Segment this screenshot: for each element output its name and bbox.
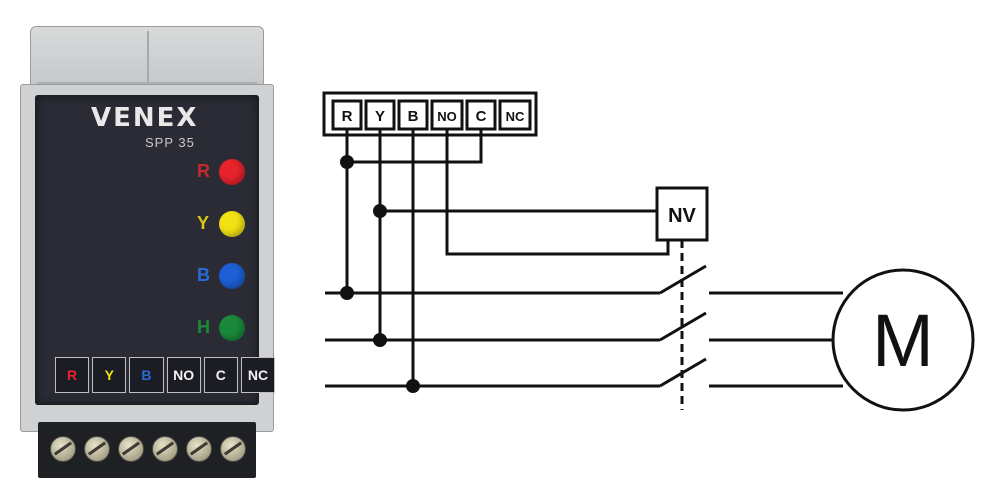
device-terminal-r: R [55, 357, 90, 393]
terminal-label-r: R [342, 108, 353, 125]
wire-no-to-coil [445, 129, 670, 256]
led-row-r: R [185, 157, 255, 187]
cover-seam [147, 31, 149, 87]
contact-blade-y [659, 311, 707, 342]
junction-dot [373, 333, 387, 347]
coil-label: NV [668, 205, 696, 227]
led-indicator-icon [219, 211, 245, 237]
junction-dot [406, 379, 420, 393]
wire-c-to-r [347, 129, 483, 164]
junction-dot [340, 286, 354, 300]
device-terminal-no: NO [166, 357, 201, 393]
phase-protection-relay: VENEX SPP 35 R Y B H R Y B NO [20, 22, 276, 482]
junction-dot [373, 204, 387, 218]
junction-dot [340, 155, 354, 169]
terminal-label-no: NO [437, 109, 457, 124]
screw-terminal-block [38, 422, 256, 478]
terminal-label-y: Y [375, 108, 385, 125]
screw-icon [220, 436, 246, 462]
led-indicator-icon [219, 159, 245, 185]
front-panel: VENEX SPP 35 R Y B H R Y B NO [35, 95, 276, 405]
led-row-b: B [185, 261, 255, 291]
motor-circle [831, 268, 975, 412]
model-label: SPP 35 [145, 135, 195, 150]
device-housing: VENEX SPP 35 R Y B H R Y B NO [20, 84, 276, 432]
device-terminal-c: C [203, 357, 238, 393]
terminal-box-nc [498, 99, 532, 131]
brand-logo: VENEX [91, 103, 199, 133]
device-terminal-nc: NC [240, 357, 276, 393]
device-terminal-b: B [129, 357, 164, 393]
screw-icon [84, 436, 110, 462]
screw-icon [152, 436, 178, 462]
led-label: H [197, 317, 210, 337]
device-terminal-labels: R Y B NO C NC [55, 357, 276, 397]
led-label: B [197, 265, 210, 285]
screw-icon [118, 436, 144, 462]
led-row-y: Y [185, 209, 255, 239]
terminal-label-b: B [408, 108, 419, 125]
device-top-cover [30, 26, 264, 94]
led-label: R [197, 161, 210, 181]
cover-ridge [37, 82, 257, 85]
terminal-label-nc: NC [506, 109, 525, 124]
led-indicator-icon [219, 263, 245, 289]
device-terminal-y: Y [92, 357, 127, 393]
led-indicator-icon [219, 315, 245, 341]
motor-label: M [872, 299, 934, 382]
terminal-label-c: C [476, 108, 487, 125]
screw-icon [186, 436, 212, 462]
led-row-h: H [185, 313, 255, 343]
led-label: Y [197, 213, 210, 233]
screw-icon [50, 436, 76, 462]
terminal-block-outline [322, 91, 538, 137]
